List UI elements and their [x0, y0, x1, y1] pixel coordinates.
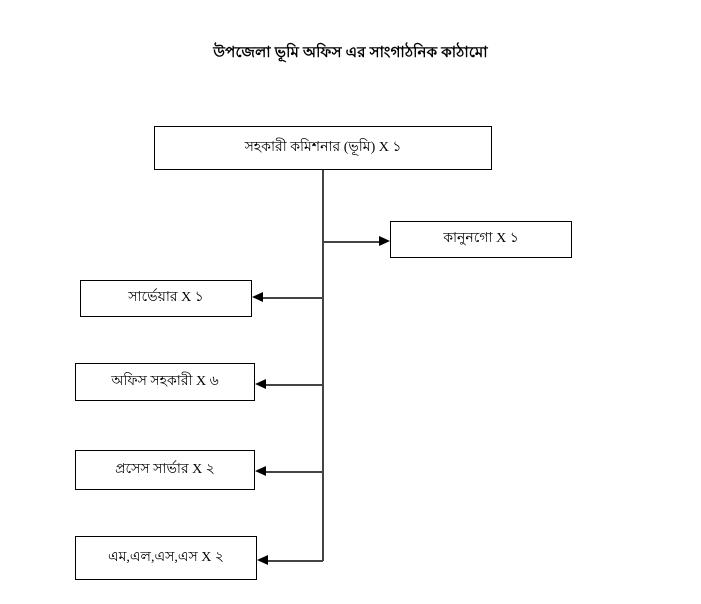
- arrow-head-surveyor-icon: [252, 292, 263, 302]
- node-office-assistant[interactable]: অফিস সহকারী X ৬: [75, 363, 255, 401]
- connector-line-process-server: [266, 471, 323, 473]
- node-label: প্রসেস সার্ভার X ২: [115, 461, 215, 477]
- node-surveyor[interactable]: সার্ভেয়ার X ১: [80, 280, 252, 317]
- node-label: এম,এল,এস,এস X ২: [107, 549, 225, 565]
- node-label: সহকারী কমিশনার (ভূমি) X ১: [244, 139, 402, 155]
- arrow-head-kanungo-icon: [379, 236, 390, 246]
- page-title: উপজেলা ভূমি অফিস এর সাংগাঠনিক কাঠামো: [213, 45, 488, 61]
- arrow-head-mlss-icon: [257, 555, 268, 565]
- connector-line-kanungo: [323, 241, 380, 243]
- connector-line-mlss: [268, 560, 323, 562]
- node-process-server[interactable]: প্রসেস সার্ভার X ২: [75, 450, 255, 490]
- node-label: সার্ভেয়ার X ১: [128, 290, 204, 306]
- node-kanungo[interactable]: কানুনগো X ১: [390, 221, 572, 258]
- node-mlss[interactable]: এম,এল,এস,এস X ২: [75, 536, 257, 580]
- trunk-connector-line: [322, 170, 324, 561]
- node-label: অফিস সহকারী X ৬: [111, 373, 219, 389]
- connector-line-surveyor: [263, 297, 323, 299]
- arrow-head-process-server-icon: [255, 466, 266, 476]
- node-label: কানুনগো X ১: [443, 231, 519, 247]
- node-assistant-commissioner[interactable]: সহকারী কমিশনার (ভূমি) X ১: [154, 126, 492, 170]
- arrow-head-office-assistant-icon: [255, 379, 266, 389]
- connector-line-office-assistant: [266, 384, 323, 386]
